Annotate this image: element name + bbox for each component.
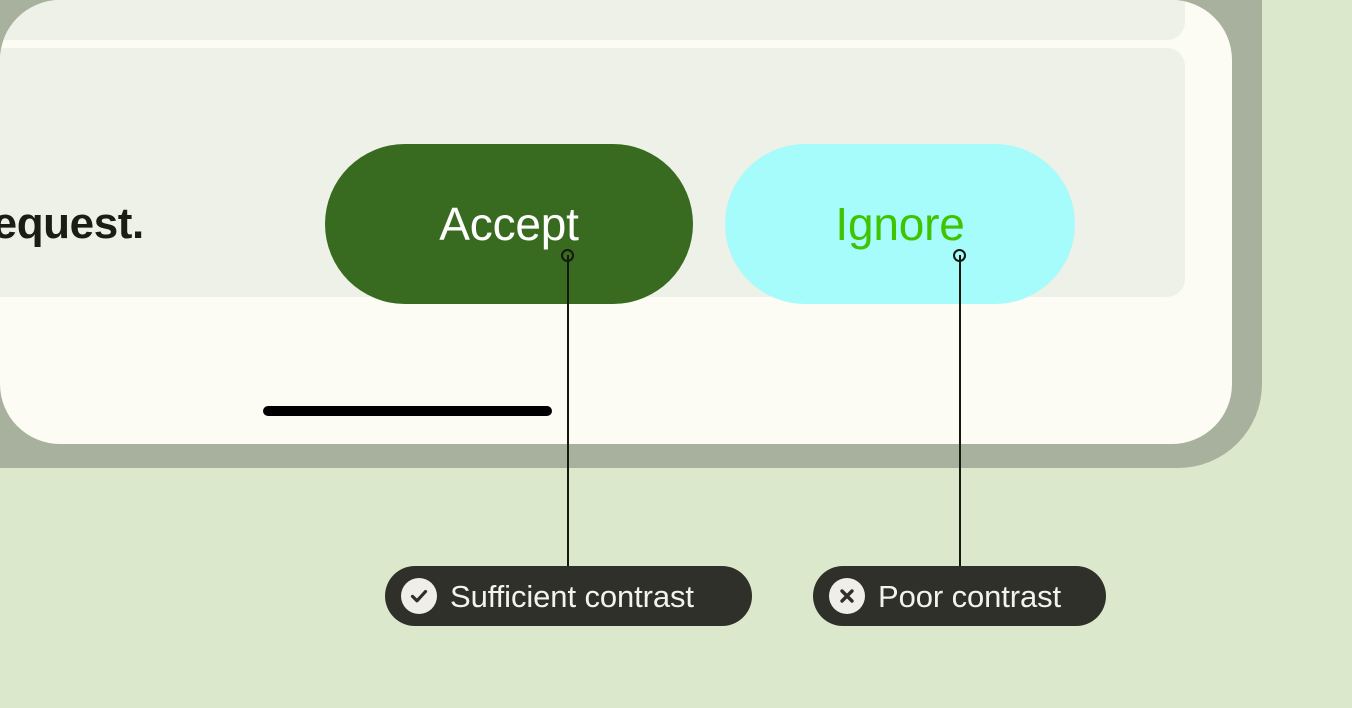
list-row-request[interactable]: a request. Accept Ignore (0, 48, 1185, 304)
callout-label: Sufficient contrast (450, 578, 694, 614)
list-row-above[interactable] (0, 0, 1185, 40)
accept-button[interactable]: Accept (325, 144, 693, 304)
screen-content: a request. Accept Ignore (0, 0, 1185, 416)
connector-dot-icon (953, 249, 966, 262)
request-message-text: a request. (0, 199, 144, 248)
callout-connector-accept (561, 249, 575, 569)
device-screen: a request. Accept Ignore (0, 0, 1232, 444)
callout-connector-ignore (953, 249, 967, 569)
device-frame: a request. Accept Ignore (0, 0, 1262, 468)
x-circle-icon (829, 578, 865, 614)
ignore-button[interactable]: Ignore (725, 144, 1075, 304)
connector-line (959, 255, 961, 569)
connector-dot-icon (561, 249, 574, 262)
check-circle-icon (401, 578, 437, 614)
callout-sufficient-contrast: Sufficient contrast (385, 566, 752, 626)
home-indicator[interactable] (263, 406, 552, 416)
callout-label: Poor contrast (878, 578, 1062, 614)
callout-poor-contrast: Poor contrast (813, 566, 1106, 626)
connector-line (567, 255, 569, 569)
